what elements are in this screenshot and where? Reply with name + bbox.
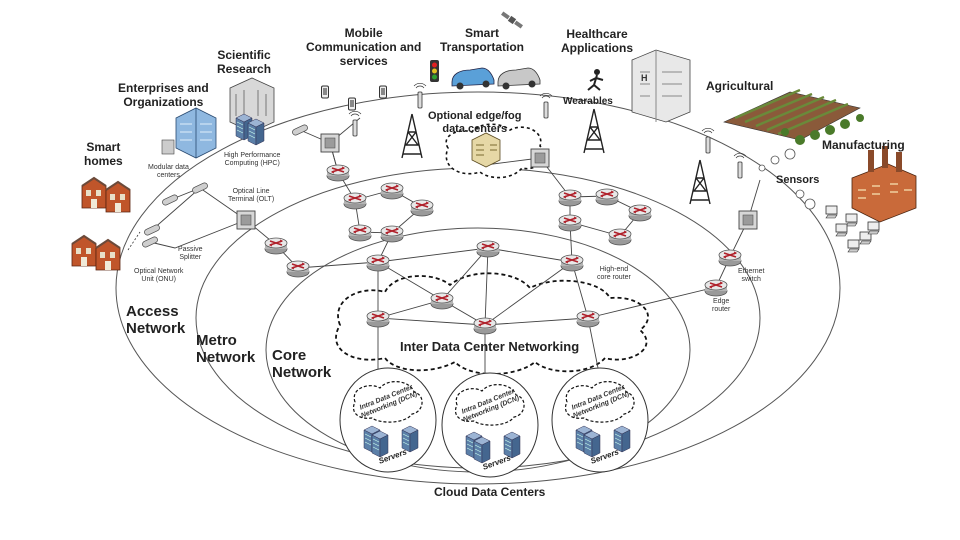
label-cloud-dc: Cloud Data Centers [434,485,546,499]
label-manufacturing: Manufacturing [822,138,905,152]
svg-text:H: H [641,73,648,83]
edge-datacenter-rack [471,132,501,168]
label-wearables: Wearables [563,96,613,107]
enterprise-building [161,107,217,159]
label-sensors: Sensors [776,174,820,186]
smart-transport [430,11,541,90]
label-agricultural: Agricultural [706,79,774,93]
hpc-building [229,77,275,146]
healthcare: H [587,49,691,123]
access-network-ring [115,91,841,485]
manufacturing-factory [851,146,917,223]
smart-houses [71,177,131,271]
dcn-clouds [352,381,635,426]
wireless-dots [758,148,816,210]
agricultural-field [723,88,864,145]
label-inter-dc: Inter Data Center Networking [400,339,580,354]
mobile-phones [321,85,387,111]
